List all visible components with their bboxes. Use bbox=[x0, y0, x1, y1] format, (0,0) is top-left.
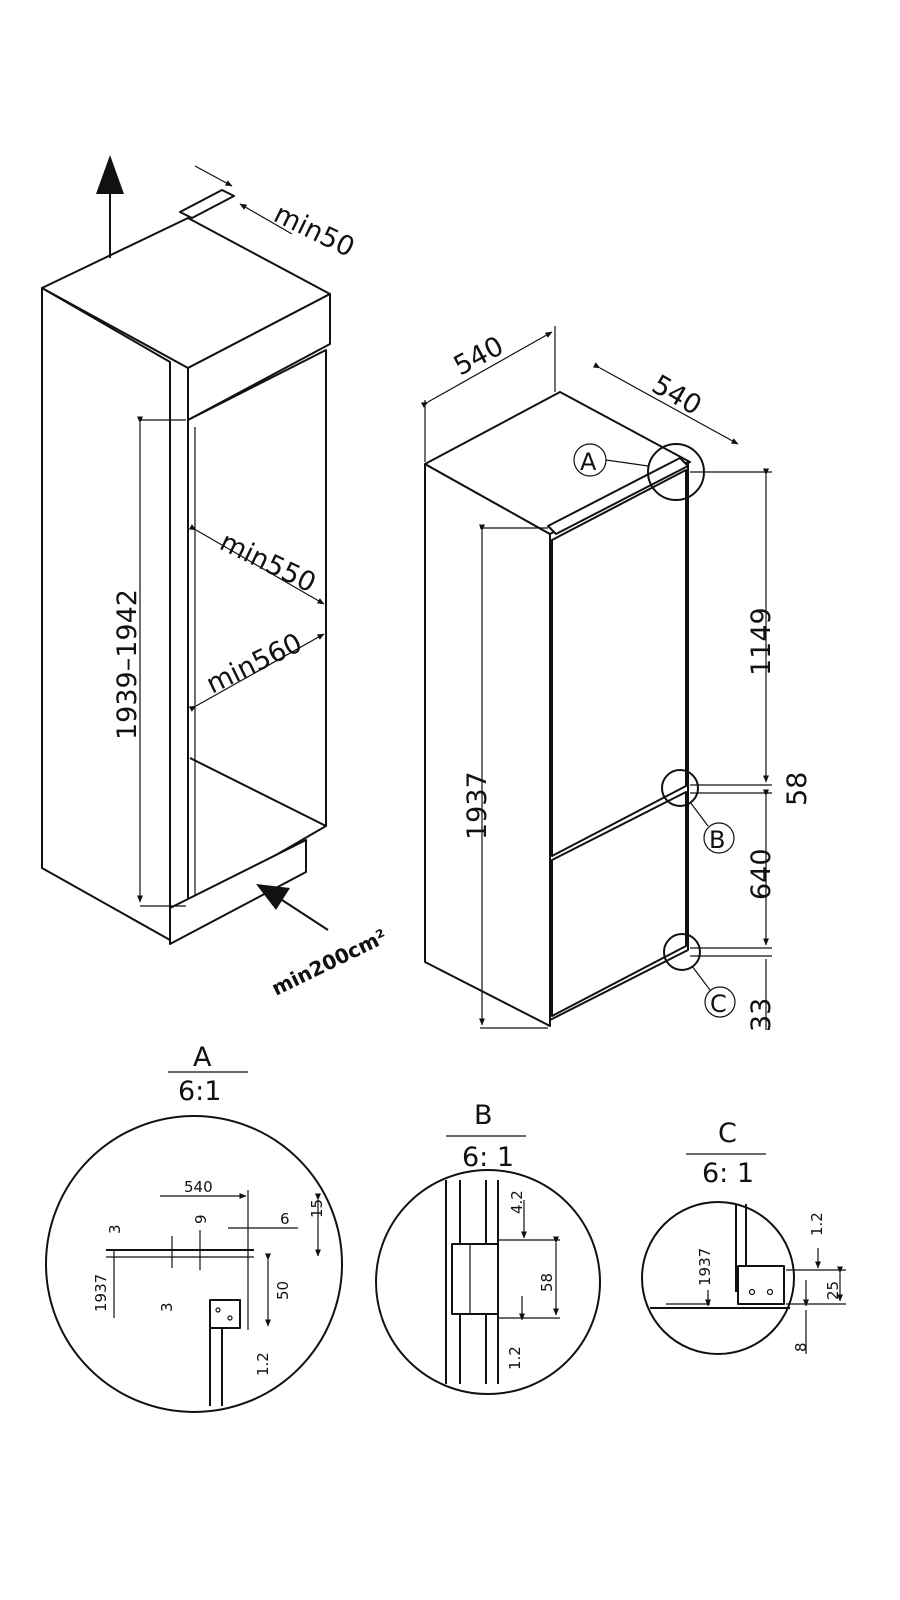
detail-a-scale: 6:1 bbox=[178, 1076, 221, 1107]
detail-b-dim-1: 58 bbox=[538, 1273, 556, 1292]
appliance-drawing: 540 540 1937 1149 58 640 33 A B C bbox=[420, 326, 813, 1032]
detail-b-scale: 6: 1 bbox=[462, 1142, 514, 1173]
detail-a-dim-6: 3 bbox=[158, 1302, 176, 1312]
lower-door bbox=[551, 791, 687, 1017]
niche-opening bbox=[187, 349, 327, 907]
top-rail bbox=[547, 457, 689, 535]
detail-c-title: C bbox=[718, 1118, 737, 1149]
callout-c: C bbox=[710, 990, 727, 1018]
cabinet-plinth bbox=[169, 839, 307, 945]
detail-c-dim-2: 25 bbox=[824, 1281, 842, 1300]
detail-a-title: A bbox=[193, 1042, 212, 1073]
detail-c-dim-0: 1937 bbox=[696, 1248, 714, 1286]
niche-drawing: min50 1939–1942 min550 min560 min200cm² bbox=[41, 155, 391, 1000]
bottom-label: 33 bbox=[746, 998, 777, 1032]
detail-a-dim-7: 50 bbox=[274, 1281, 292, 1300]
cabinet-header bbox=[187, 293, 331, 421]
upper-door bbox=[551, 469, 687, 857]
detail-c-scale: 6: 1 bbox=[702, 1158, 754, 1189]
width-label: 540 bbox=[449, 331, 509, 383]
gap-label: 58 bbox=[782, 772, 813, 806]
detail-c: C 6: 1 1937 1.2 25 8 bbox=[641, 1118, 846, 1355]
upper-door-label: 1149 bbox=[746, 607, 777, 676]
depth-label: 540 bbox=[647, 369, 707, 422]
detail-c-dim-1: 1.2 bbox=[808, 1212, 826, 1236]
detail-b-dim-2: 1.2 bbox=[506, 1346, 524, 1370]
detail-a-dim-1: 3 bbox=[106, 1224, 124, 1234]
cabinet-side-face bbox=[41, 287, 171, 941]
detail-a-dim-3: 6 bbox=[280, 1210, 290, 1228]
height-label: 1937 bbox=[462, 771, 493, 840]
detail-a-dim-5: 1937 bbox=[92, 1274, 110, 1312]
niche-height-label: 1939–1942 bbox=[112, 589, 143, 740]
detail-a-dim-4: 15 bbox=[308, 1199, 326, 1218]
detail-a-dim-0: 540 bbox=[184, 1178, 213, 1196]
detail-b: B 6: 1 58 4.2 1.2 bbox=[375, 1100, 601, 1395]
detail-a-dim-2: 9 bbox=[192, 1214, 210, 1224]
detail-b-dim-0: 4.2 bbox=[508, 1190, 526, 1214]
detail-b-title: B bbox=[474, 1100, 493, 1131]
callout-b: B bbox=[709, 826, 725, 854]
min50-label: min50 bbox=[269, 198, 359, 263]
detail-a: A 6:1 540 3 9 6 15 1937 3 50 1.2 bbox=[45, 1042, 343, 1413]
lower-door-label: 640 bbox=[746, 848, 777, 900]
detail-a-dim-8: 1.2 bbox=[254, 1352, 272, 1376]
top-gap bbox=[179, 189, 235, 219]
callout-a: A bbox=[580, 448, 597, 476]
detail-c-dim-3: 8 bbox=[792, 1342, 810, 1352]
vent-area-label: min200cm² bbox=[268, 924, 391, 1000]
appliance-side-face bbox=[424, 463, 551, 1027]
